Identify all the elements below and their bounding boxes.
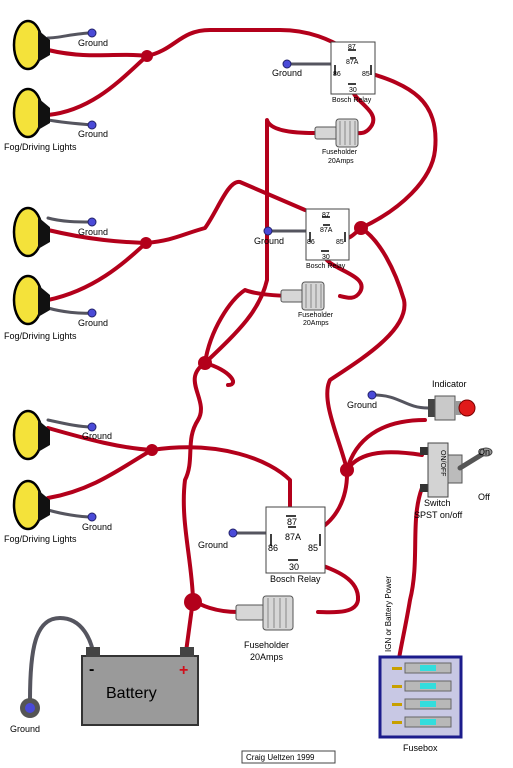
fuse-icon	[392, 662, 452, 674]
svg-text:87: 87	[348, 44, 356, 51]
ground-label: Ground	[78, 38, 108, 48]
ground-terminal-icon	[87, 217, 97, 227]
indicator-label: Indicator	[432, 379, 467, 389]
fog-lamp-icon	[12, 479, 50, 531]
svg-text:30: 30	[349, 87, 357, 94]
indicator-lamp-icon	[428, 395, 476, 421]
svg-text:86: 86	[307, 239, 315, 246]
ground-label: Ground	[272, 68, 302, 78]
fuse-rating-label: 20Amps	[250, 652, 284, 662]
svg-text:87A: 87A	[346, 59, 359, 66]
ground-terminal-icon	[367, 390, 377, 400]
ground-terminals	[20, 28, 377, 718]
fog-lamp-icon	[12, 409, 50, 461]
ground-label: Ground	[347, 400, 377, 410]
switch-on-label: On	[478, 447, 490, 457]
ground-label: Ground	[78, 129, 108, 139]
ground-label: Ground	[82, 431, 112, 441]
battery-label: Battery	[106, 685, 157, 702]
battery-negative-sign: -	[89, 661, 94, 678]
svg-text:87A: 87A	[285, 532, 301, 542]
switch-face-label: ON/OFF	[439, 450, 446, 476]
ground-label: Ground	[10, 724, 40, 734]
relay-label: Bosch Relay	[270, 574, 321, 584]
switch-type-label: SPST on/off	[414, 510, 463, 520]
ground-terminal-icon	[87, 120, 97, 130]
svg-text:87A: 87A	[320, 227, 333, 234]
fuseholder-label: Fuseholder	[322, 149, 358, 156]
ground-terminal-icon	[228, 528, 238, 538]
fuseholder-1	[314, 118, 359, 148]
credit-box	[241, 750, 336, 764]
fuse-rating-label: 20Amps	[303, 320, 329, 327]
svg-text:86: 86	[333, 71, 341, 78]
ground-terminal-icon	[87, 422, 97, 432]
fog-lamp-icon	[12, 87, 50, 139]
fuseholder-3	[235, 595, 294, 631]
fog-lamp-icon	[12, 19, 50, 71]
credit-text: Craig Ueltzen 1999	[246, 753, 315, 762]
battery-positive-sign: +	[179, 662, 188, 679]
svg-text:87: 87	[322, 212, 330, 219]
svg-text:30: 30	[322, 254, 330, 261]
fuseholder-2	[280, 281, 325, 311]
relay-label: Bosch Relay	[306, 263, 346, 270]
switch-off-label: Off	[478, 492, 490, 502]
svg-text:85: 85	[308, 543, 318, 553]
fog-lights-label: Fog/Driving Lights	[4, 534, 77, 544]
bosch-relay-3: 87 87A 86 85 30	[265, 506, 326, 574]
bosch-relay-1: 87 87A 86 85 30	[330, 41, 376, 95]
power-wires	[46, 28, 438, 667]
ign-power-label: IGN or Battery Power	[384, 576, 393, 652]
ground-label: Ground	[254, 236, 284, 246]
wire-junctions	[140, 50, 368, 611]
svg-text:30: 30	[289, 562, 299, 572]
fusebox	[378, 655, 463, 739]
battery-icon	[81, 647, 199, 726]
fuseholder-label: Fuseholder	[244, 640, 289, 650]
svg-text:87: 87	[287, 517, 297, 527]
fuse-icon	[392, 716, 452, 728]
fuse-icon	[392, 698, 452, 710]
fuse-rating-label: 20Amps	[328, 158, 354, 165]
fuseholder-label: Fuseholder	[298, 312, 334, 319]
svg-text:85: 85	[362, 71, 370, 78]
ground-label: Ground	[78, 227, 108, 237]
ground-terminal-icon	[87, 512, 97, 522]
ground-terminal-icon	[87, 308, 97, 318]
fog-lights-label: Fog/Driving Lights	[4, 331, 77, 341]
fusebox-label: Fusebox	[403, 743, 438, 753]
ground-terminal-icon	[263, 226, 273, 236]
fuse-icon	[392, 680, 452, 692]
fog-lamp-icon	[12, 206, 50, 258]
relay-label: Bosch Relay	[332, 97, 372, 104]
ground-label: Ground	[78, 318, 108, 328]
bosch-relay-2: 87 87A 86 85 30	[305, 208, 350, 261]
toggle-switch-icon	[420, 442, 493, 498]
fog-lights-label: Fog/Driving Lights	[4, 142, 77, 152]
ground-label: Ground	[198, 540, 228, 550]
svg-text:86: 86	[268, 543, 278, 553]
ground-terminal-icon	[87, 28, 97, 38]
fog-lamp-icon	[12, 274, 50, 326]
ground-terminal-icon	[282, 59, 292, 69]
ground-label: Ground	[82, 522, 112, 532]
switch-label: Switch	[424, 498, 451, 508]
svg-text:85: 85	[336, 239, 344, 246]
